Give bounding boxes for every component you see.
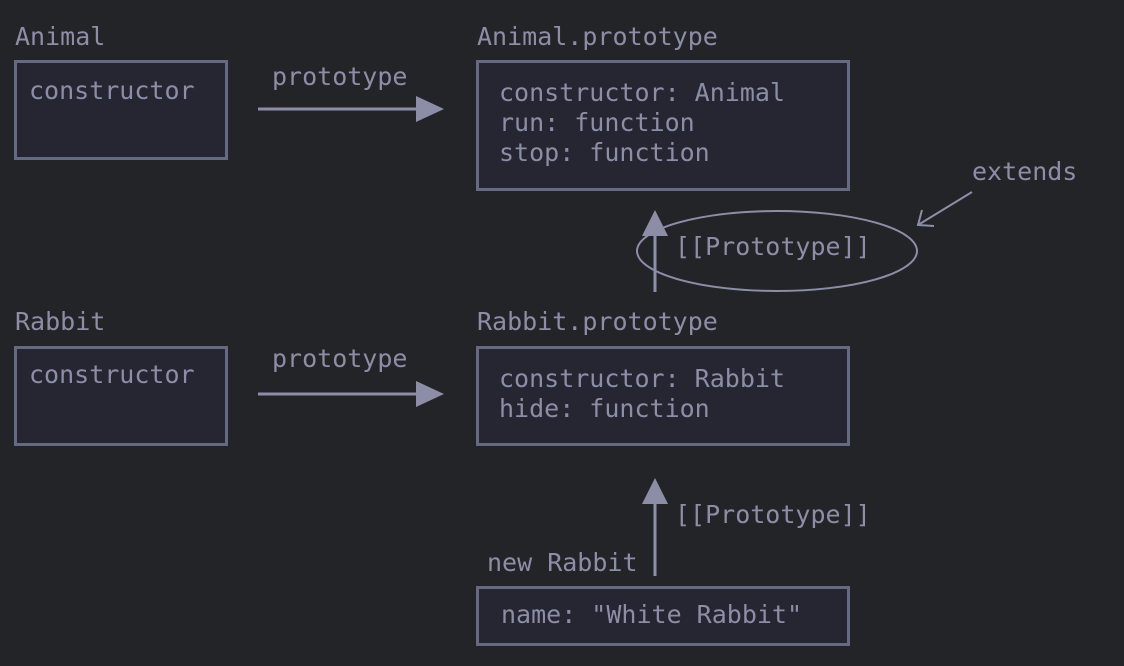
rabbit-prototype-arrow: [258, 381, 444, 407]
rabbit-constructor-label: constructor: [29, 360, 195, 389]
rabbit-box: constructor: [14, 346, 228, 446]
new-rabbit-to-rabbit-proto-arrow: [642, 478, 668, 576]
rabbit-prototype-line-constructor: constructor: Rabbit: [499, 364, 785, 393]
rabbit-prototype-title: Rabbit.prototype: [477, 307, 718, 336]
animal-prototype-edge-label: prototype: [272, 62, 408, 91]
animal-prototype-line-run: run: function: [499, 108, 695, 137]
new-rabbit-box: name: "White Rabbit": [476, 586, 850, 646]
extends-pointer-arrow: [916, 191, 973, 227]
animal-prototype-line-constructor: constructor: Animal: [499, 78, 785, 107]
animal-prototype-box: constructor: Animal run: function stop: …: [476, 60, 850, 191]
rabbit-prototype-line-hide: hide: function: [499, 394, 710, 423]
proto-link-label-lower: [[Prototype]]: [675, 500, 871, 529]
rabbit-title: Rabbit: [15, 307, 106, 336]
rabbit-prototype-edge-label: prototype: [272, 344, 408, 373]
extends-ellipse: [636, 210, 918, 292]
animal-constructor-label: constructor: [29, 76, 195, 105]
rabbit-prototype-box: constructor: Rabbit hide: function: [476, 346, 850, 446]
animal-box: constructor: [14, 60, 228, 160]
animal-prototype-line-stop: stop: function: [499, 138, 710, 167]
extends-label: extends: [972, 157, 1078, 186]
new-rabbit-line-name: name: "White Rabbit": [501, 600, 803, 629]
animal-prototype-arrow: [258, 96, 444, 122]
animal-prototype-title: Animal.prototype: [477, 22, 718, 51]
new-rabbit-title: new Rabbit: [487, 548, 638, 577]
animal-title: Animal: [15, 22, 106, 51]
rabbit-to-animal-proto-arrow: [642, 210, 668, 292]
proto-link-label-upper: [[Prototype]]: [675, 232, 871, 261]
